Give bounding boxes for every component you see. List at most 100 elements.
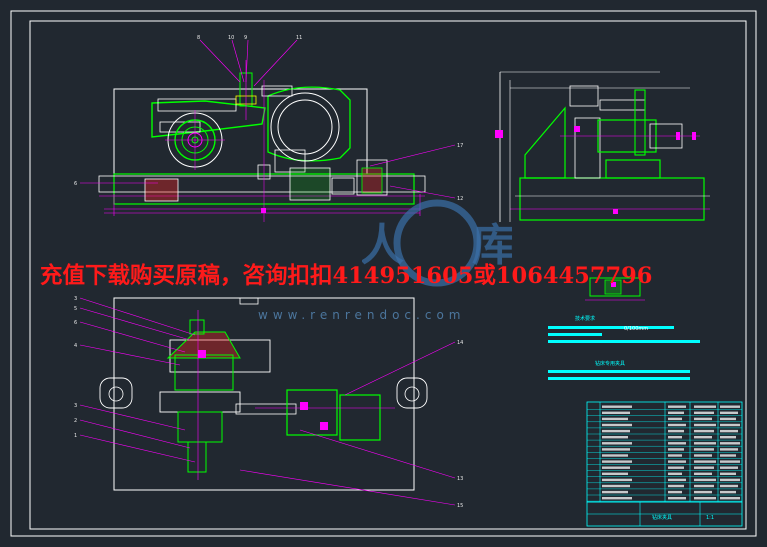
parts-table-cell [668, 497, 686, 500]
svg-text:12: 12 [457, 196, 463, 202]
detail-view-small [585, 277, 645, 301]
parts-table-cell [720, 411, 738, 414]
parts-table-cell [602, 405, 632, 408]
parts-table-cell [694, 460, 716, 463]
parts-table-cell [720, 417, 736, 421]
parts-table-cell [668, 411, 684, 414]
parts-table-cell [602, 423, 632, 427]
parts-table-cell [668, 454, 682, 457]
parts-table-cell [694, 442, 716, 445]
parts-table-cell [720, 478, 740, 482]
title-block-scale: 1:1 [706, 515, 715, 521]
svg-text:库: 库 [472, 220, 512, 271]
parts-table-cell [602, 442, 632, 445]
svg-text:13: 13 [457, 476, 463, 482]
parts-table-cell [668, 460, 686, 463]
parts-list-table [586, 401, 743, 527]
title-block-name: 钻床夹具 [652, 515, 673, 521]
parts-table-cell [602, 454, 628, 457]
svg-text:人: 人 [362, 220, 404, 271]
parts-table-cell [720, 466, 738, 469]
sheet-outer-border [10, 10, 757, 537]
parts-table-cell [668, 405, 686, 408]
tech-requirements-title: 技术要求 [575, 316, 596, 322]
watermark-text: 充值下载购买原稿，咨询扣扣414951605或1064457796 [40, 263, 653, 289]
parts-table-cell [694, 466, 714, 469]
parts-table-cell [602, 478, 632, 482]
parts-table-cell [602, 429, 630, 433]
svg-text:15: 15 [457, 503, 463, 509]
parts-table-cell [602, 497, 632, 500]
parts-table-cell [720, 448, 738, 451]
svg-text:6: 6 [74, 181, 77, 187]
parts-table-cell [720, 405, 740, 408]
parts-table-cell [668, 423, 686, 427]
front-view: 8 10 9 11 6 17 12 [74, 35, 463, 222]
svg-text:5: 5 [74, 306, 77, 312]
parts-table-cell [668, 436, 682, 439]
svg-text:6: 6 [74, 320, 77, 326]
parts-table-cell [668, 478, 686, 482]
parts-table-cell [694, 497, 716, 500]
parts-table-cell [668, 484, 684, 488]
sheet-inner-border [29, 20, 747, 530]
parts-table-cell [694, 490, 712, 494]
parts-table-cell [602, 460, 632, 463]
parts-table-cell [602, 448, 630, 451]
parts-table-cell [694, 472, 712, 475]
parts-table-cell [602, 436, 628, 439]
svg-text:11: 11 [296, 35, 302, 41]
parts-table-cell [668, 466, 684, 469]
parts-table-cell [668, 490, 682, 494]
tech-requirements-block [548, 326, 700, 380]
parts-table-cell [668, 429, 684, 433]
svg-text:17: 17 [457, 143, 463, 149]
top-view: 3 5 6 4 3 2 1 14 13 15 [74, 296, 463, 509]
parts-table-cell [694, 448, 714, 451]
renrendoc-logo-icon: 人 库 [362, 199, 512, 287]
parts-table-cell [694, 423, 716, 427]
svg-text:2: 2 [74, 418, 77, 424]
svg-text:8: 8 [197, 35, 200, 41]
svg-text:14: 14 [457, 340, 463, 346]
parts-table-cell [694, 417, 712, 421]
parts-table-cell [720, 436, 736, 439]
parts-table-cell [668, 472, 682, 475]
parts-table-cell [602, 490, 628, 494]
parts-table-cell [602, 484, 630, 488]
parts-table-cell [694, 429, 714, 433]
watermark-site: www.renrendoc.com [258, 308, 466, 322]
side-view [495, 71, 710, 222]
parts-table-cell [602, 417, 628, 421]
svg-text:3: 3 [74, 403, 77, 409]
parts-table-cell [720, 472, 736, 475]
parts-table-cell [668, 417, 682, 421]
svg-text:1: 1 [74, 433, 77, 439]
parts-table-cell [694, 478, 716, 482]
parts-table-cell [720, 490, 736, 494]
spec-text: 0/100mm [624, 326, 649, 332]
parts-table-cell [694, 411, 714, 414]
parts-table-cell [602, 472, 628, 475]
parts-table-cell [694, 405, 716, 408]
parts-list-header: 钻床专用夹具 [595, 361, 626, 367]
svg-text:3: 3 [74, 296, 77, 302]
parts-table-cell [720, 442, 740, 445]
parts-table-cell [694, 484, 714, 488]
parts-table-cell [602, 466, 630, 469]
parts-table-cell [720, 484, 738, 488]
parts-table-cell [694, 454, 712, 457]
svg-text:10: 10 [228, 35, 234, 41]
parts-table-cell [720, 429, 738, 433]
parts-table-cell [720, 423, 740, 427]
svg-text:4: 4 [74, 343, 77, 349]
parts-table-cell [668, 448, 684, 451]
parts-table-cell [720, 454, 736, 457]
parts-table-cell [720, 460, 740, 463]
parts-table-cell [668, 442, 686, 445]
parts-table-cell [720, 497, 740, 500]
parts-table-cell [694, 436, 712, 439]
svg-text:9: 9 [244, 35, 247, 41]
parts-table-cell [602, 411, 630, 414]
